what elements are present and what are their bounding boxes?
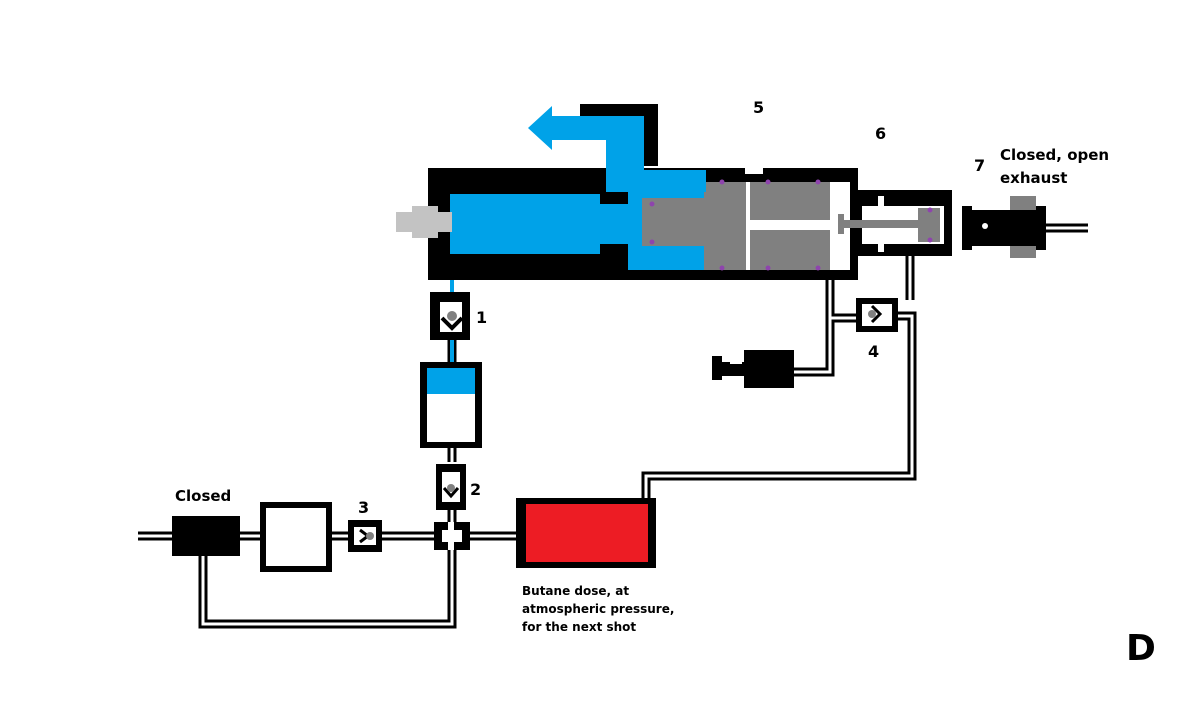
nozzle (396, 206, 452, 238)
label-1: 1 (476, 308, 488, 327)
check-valve-2 (436, 464, 466, 510)
label-butane-line1: Butane dose, at (522, 584, 630, 598)
check-valve-4 (856, 298, 898, 332)
exhaust-duct (528, 104, 706, 192)
label-6: 6 (875, 124, 887, 143)
trigger-valve (712, 350, 794, 388)
pipe-junction (434, 522, 470, 550)
label-7: 7 (974, 156, 986, 175)
label-closed-right-line1: Closed, open (1000, 146, 1110, 164)
label-closed-right-line2: exhaust (1000, 169, 1068, 187)
filter-box (260, 502, 332, 572)
pilot-cylinder (838, 190, 952, 256)
label-closed-left: Closed (175, 487, 232, 505)
seals (649, 179, 933, 271)
butane-tank (516, 498, 656, 568)
reservoir (420, 362, 482, 448)
label-butane-line3: for the next shot (522, 620, 637, 634)
check-valve-3 (348, 520, 382, 552)
panel-letter: D (1126, 628, 1156, 669)
label-butane-line2: atmospheric pressure, (522, 602, 675, 616)
label-2: 2 (470, 480, 482, 499)
valve-7-closed (962, 196, 1046, 258)
label-5: 5 (753, 98, 765, 117)
label-4: 4 (868, 342, 880, 361)
label-3: 3 (358, 498, 370, 517)
check-valve-1 (430, 292, 470, 340)
closed-valve-left (172, 516, 240, 556)
